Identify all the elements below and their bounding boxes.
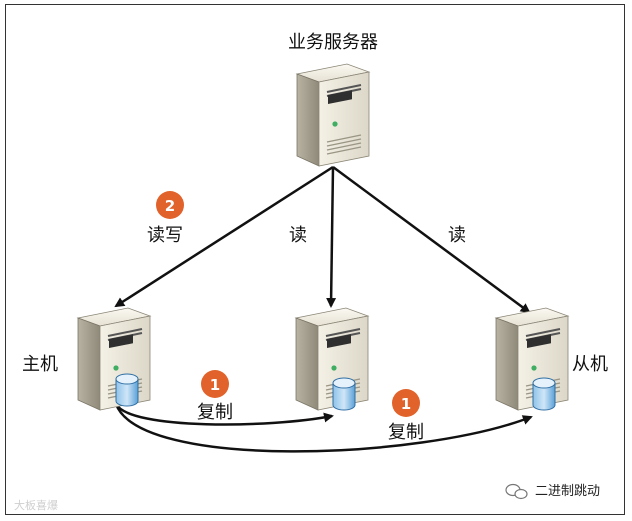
slave-label: 从机	[572, 354, 608, 375]
svg-text:2: 2	[165, 197, 175, 215]
read-write-label: 读写	[147, 225, 183, 246]
read-write-step-badge: 2	[156, 191, 184, 219]
database-cylinder-icon	[115, 373, 139, 407]
business-server-label: 业务服务器	[288, 32, 378, 53]
arrow-read-write-to-master	[114, 165, 334, 308]
replicate-step-badge-2: 1	[392, 389, 420, 417]
replicate-label-1: 复制	[197, 402, 233, 423]
server-tower-icon	[296, 63, 370, 167]
middle-slave-node	[295, 307, 369, 411]
wechat-icon	[505, 483, 528, 500]
business-server-node: 业务服务器	[288, 32, 378, 167]
arrow-read-to-middle-slave	[326, 166, 337, 308]
database-cylinder-icon	[332, 377, 356, 411]
server-tower-icon	[295, 307, 369, 411]
read-label-middle: 读	[289, 225, 307, 246]
master-node: 主机	[22, 307, 151, 411]
server-tower-icon	[77, 307, 151, 411]
database-cylinder-icon	[532, 377, 556, 411]
replicate-label-2: 复制	[388, 422, 424, 443]
svg-text:1: 1	[401, 395, 411, 413]
replicate-step-badge-1: 1	[201, 370, 229, 398]
read-label-right: 读	[448, 225, 466, 246]
watermark-text-right: 二进制跳动	[535, 484, 600, 499]
watermark-bottom-right: 二进制跳动	[505, 483, 600, 500]
right-slave-node: 从机	[495, 307, 608, 411]
master-label: 主机	[22, 354, 58, 375]
arrow-replicate-to-middle-slave	[114, 403, 334, 426]
arrow-replicate-to-right-slave	[114, 403, 533, 453]
svg-text:1: 1	[210, 376, 220, 394]
watermark-text-left: 大板喜爆	[14, 498, 58, 512]
server-tower-icon	[495, 307, 569, 411]
arrow-read-to-right-slave	[332, 165, 531, 314]
